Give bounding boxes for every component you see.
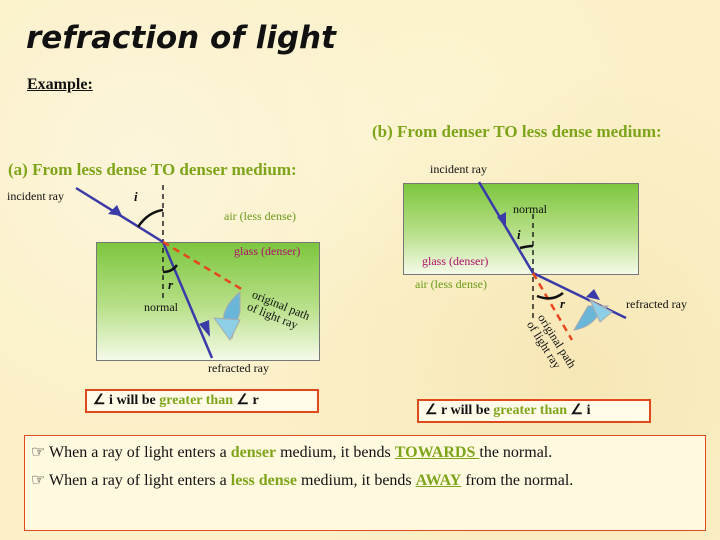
summary-2a: When a ray of light enters a [45,472,231,489]
panel-a-normal-label: normal [144,300,178,314]
panel-a-refracted-label: refracted ray [208,361,269,375]
panel-a-glass-label: glass (denser) [234,244,301,258]
hand-pointing-icon: ☞ [31,472,46,489]
summary-1b: denser [230,444,277,461]
panel-b-original-path [531,272,574,341]
summary-2d: AWAY [415,472,462,489]
panel-b-angle-i: i [517,227,521,242]
panel-b-refracted-label: refracted ray [626,297,687,311]
panel-b-refracted-arrowhead [586,289,600,300]
panel-b-refracted-ray [532,271,627,320]
panel-b-rule-prefix: ∠ r will be [425,403,494,418]
panel-a-refracted-ray [161,241,214,359]
panel-a-rule-prefix: ∠ i will be [93,393,160,408]
panel-a-incident-label: incident ray [7,189,64,203]
summary-2b: less dense [230,472,297,489]
panel-a-rule-box: ∠ i will be greater than ∠ r [85,389,319,413]
panel-a-glass-block [96,242,320,361]
panel-b-glass-block [403,183,639,275]
summary-line-2: ☞ When a ray of light enters a less dens… [31,470,699,492]
panel-b-air-label: air (less dense) [415,277,487,291]
panel-a-heading: (a) From less dense TO denser medium: [8,160,297,179]
panel-a-rule-highlight: greater than [159,393,233,408]
panel-a-angle-r-arc [162,264,179,274]
panel-a-incident-arrowhead [108,205,122,216]
summary-1e: the normal. [479,444,553,461]
panel-a-angle-i-arc [136,208,164,228]
panel-b-bend-arrowhead [588,298,613,323]
page-title: refraction of light [26,20,336,56]
panel-a-angle-r: r [168,277,174,292]
summary-1c: medium, it bends [276,444,395,461]
panel-b-glass-label: glass (denser) [422,254,489,268]
panel-b-angle-r-arc [536,292,564,300]
example-label: Example: [27,76,93,93]
panel-a-angle-i: i [134,189,138,204]
panel-a-refracted-arrowhead [199,320,210,337]
summary-2e: from the normal. [461,472,574,489]
panel-b-rule-box: ∠ r will be greater than ∠ i [417,399,651,423]
panel-b-heading: (b) From denser TO less dense medium: [372,122,662,141]
summary-box: ☞ When a ray of light enters a denser me… [24,435,706,531]
summary-1d: TOWARDS [394,444,480,461]
panel-b-rule-highlight: greater than [493,403,568,418]
summary-1a: When a ray of light enters a [45,444,231,461]
hand-pointing-icon: ☞ [31,444,46,461]
panel-b-angle-r: r [560,296,566,311]
summary-line-1: ☞ When a ray of light enters a denser me… [31,442,699,464]
panel-a-rule-suffix: ∠ r [232,393,259,408]
panel-a-bend-arrowhead [212,317,241,341]
summary-2c: medium, it bends [297,472,416,489]
panel-b-angle-i-arc [519,244,534,250]
panel-b-incident-label: incident ray [430,162,487,176]
panel-a-air-label: air (less dense) [224,209,296,223]
panel-b-normal-label: normal [513,202,547,216]
panel-a-original-path [162,240,244,292]
panel-b-rule-suffix: ∠ i [567,403,591,418]
panel-b-incident-arrowhead [497,212,506,228]
